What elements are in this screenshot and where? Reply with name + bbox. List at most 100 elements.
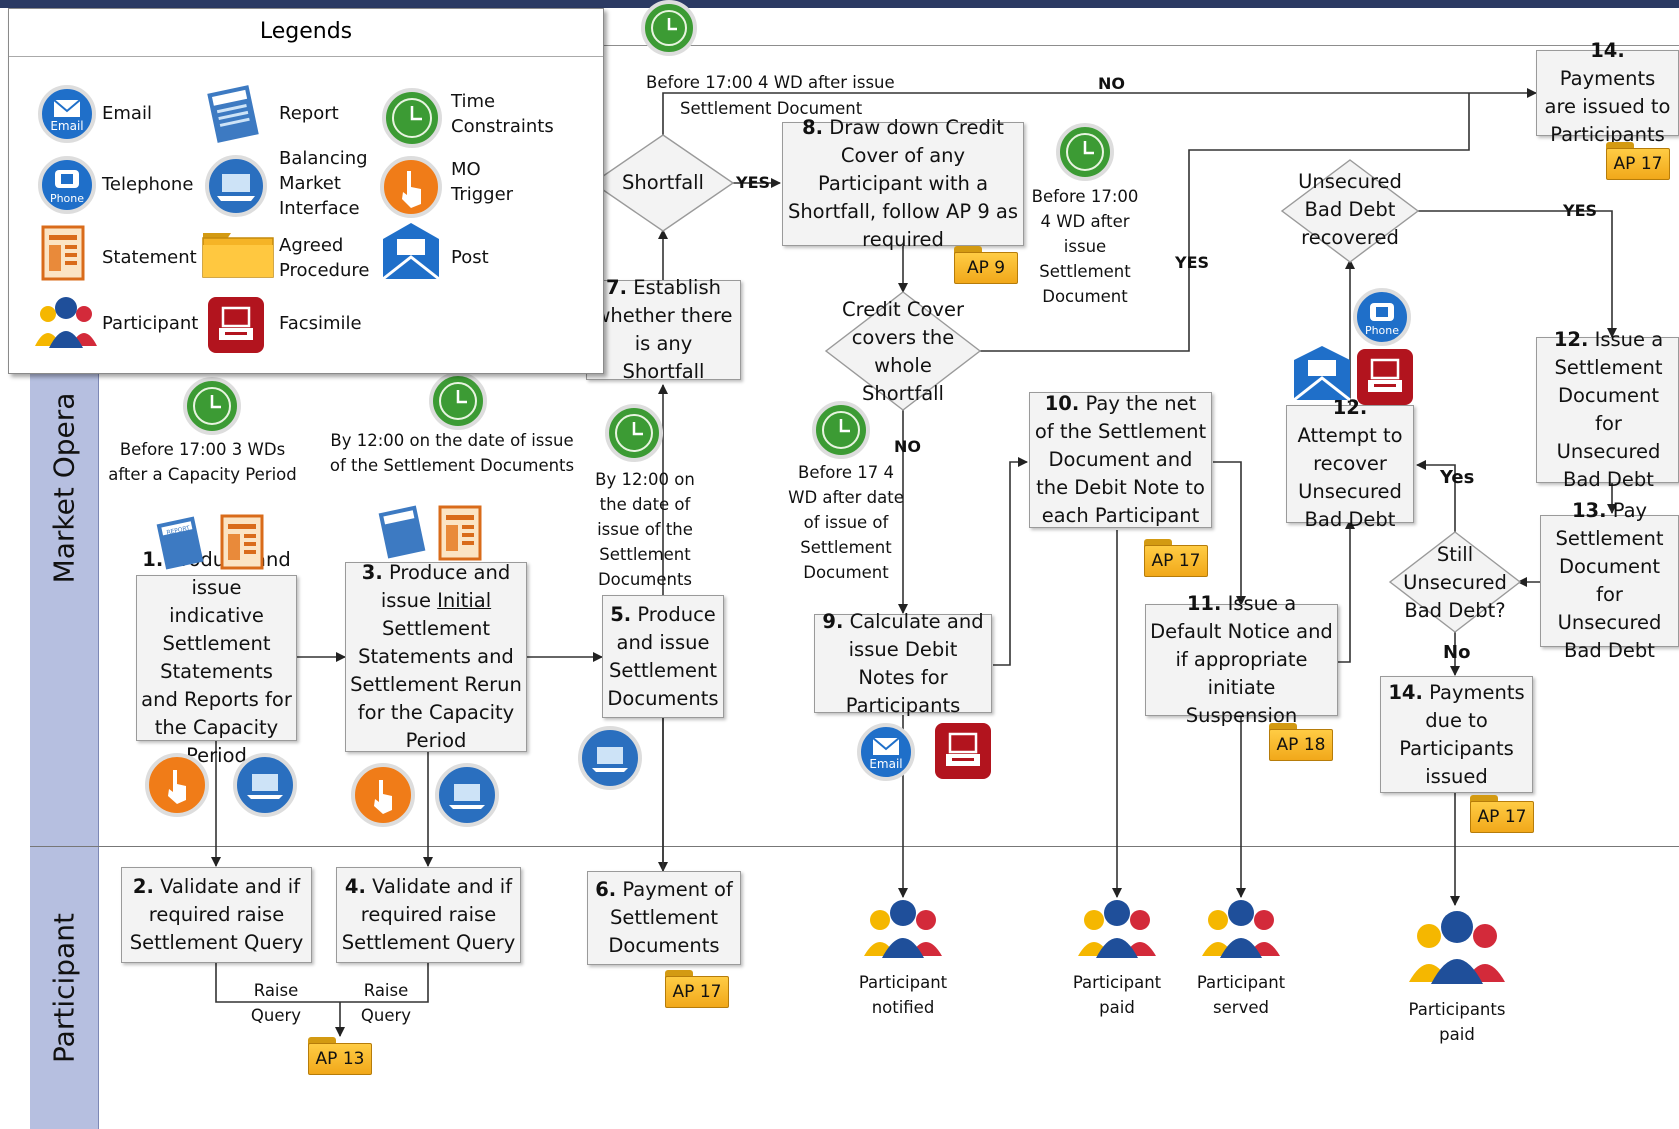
step-6-num: 6.	[595, 878, 617, 901]
ap17-folder-payment[interactable]: AP 17	[665, 970, 729, 1008]
time-label-2: By 12:00 on the date of issue of the Set…	[329, 431, 575, 475]
participant-notified-label: Participant notified	[858, 973, 948, 1017]
step-1-num: 1.	[142, 548, 164, 571]
legend-bmi-icon	[204, 154, 268, 222]
flow-yes-recovered: YES	[1563, 201, 1598, 220]
step-9-text: Calculate and issue Debit Notes for Part…	[845, 609, 984, 717]
email-icon-9: Email	[856, 722, 916, 786]
legend-panel: Legends Email Email Report Time Constrai…	[8, 8, 604, 374]
report-icon-1-text: REPORT	[166, 525, 191, 537]
clock-icon-3	[602, 403, 666, 467]
raise-query-1: Raise Query	[250, 981, 302, 1025]
legend-report-icon	[204, 81, 268, 149]
legend-mo-trigger-label: MO Trigger	[451, 159, 514, 205]
ap13-folder[interactable]: AP 13	[308, 1037, 372, 1075]
clock-icon-5	[809, 400, 873, 464]
step-6-text: Payment of Settlement Documents	[608, 878, 733, 957]
step-14a-box[interactable]: 14. Payments are issued to Participants	[1536, 39, 1679, 146]
diamond-shortfall	[591, 134, 735, 232]
step-7-text: Establish whether there is any Shortfall	[594, 276, 733, 383]
step-1-box[interactable]: 1. Produce and issue indicative Settleme…	[136, 548, 297, 767]
legend-post-label: Post	[451, 247, 489, 268]
step-7-box[interactable]: 7. Establish whether there is any Shortf…	[586, 276, 741, 383]
step-9-num: 9.	[822, 609, 844, 633]
raise-query-2: Raise Query	[360, 981, 412, 1025]
legend-post-icon	[381, 221, 441, 285]
step-14b-text: Payments due to Participants issued	[1399, 680, 1525, 788]
step-4-text: Validate and if required raise Settlemen…	[341, 875, 516, 954]
step-10-num: 10.	[1044, 392, 1080, 415]
time-label-4b: Settlement Document	[680, 99, 863, 118]
participant-notified-icon	[862, 898, 944, 960]
clock-icon-top	[637, 0, 701, 60]
step-8-box[interactable]: 8. Draw down Credit Cover of any Partici…	[782, 116, 1024, 251]
step-3-text-a: Produce and issue	[380, 561, 511, 612]
participants-paid-icon	[1407, 908, 1507, 986]
step-14a-num: 14.	[1590, 39, 1625, 62]
mo-trigger-icon-1	[144, 752, 210, 822]
bmi-icon-5	[577, 725, 643, 795]
legend-time-label: Time Constraints	[451, 91, 554, 137]
step-14b-box[interactable]: 14. Payments due to Participants issued	[1380, 676, 1533, 793]
legend-time-icon	[381, 87, 443, 153]
facsimile-icon-12	[1354, 346, 1416, 412]
step-14b-num: 14.	[1388, 680, 1423, 704]
flow-yes-credit: YES	[1175, 253, 1210, 272]
bmi-icon-1	[232, 752, 298, 822]
step-2-box[interactable]: 2. Validate and if required raise Settle…	[121, 867, 312, 963]
statement-icon-3	[436, 503, 486, 567]
flow-no-shortfall: NO	[1098, 74, 1125, 93]
step-3-box[interactable]: 3. Produce and issue Initial Settlement …	[345, 561, 527, 752]
legend-email-icon: Email	[37, 84, 97, 148]
clock-icon-1	[180, 376, 244, 440]
arrow-credit-yes	[980, 93, 1470, 352]
step-5-box[interactable]: 5. Produce and issue Settlement Document…	[602, 595, 724, 718]
step-11-box[interactable]: 11. Issue a Default Notice and if approp…	[1145, 592, 1338, 727]
time-label-4: Before 17:00 4 WD after issue	[646, 73, 895, 92]
step-3-num: 3.	[361, 561, 383, 584]
telephone-icon-12: Phone	[1352, 287, 1412, 351]
arrow-11-12a	[1338, 519, 1355, 663]
arrow-still-12a	[1416, 460, 1456, 542]
arrow-shortfall-14	[662, 88, 1537, 140]
legend-statement-label: Statement	[102, 247, 197, 268]
step-12a-box[interactable]: 12. Attempt to recover Unsecured Bad Deb…	[1286, 396, 1414, 531]
decision-credit-cover-text: Credit Cover covers the whole Shortfall	[842, 298, 964, 405]
step-2-num: 2.	[132, 875, 154, 898]
legend-title: Legends	[9, 9, 603, 57]
step-9-box[interactable]: 9. Calculate and issue Debit Notes for P…	[814, 610, 992, 717]
report-icon-1: REPORT	[155, 514, 211, 574]
ap9-folder[interactable]: AP 9	[954, 246, 1018, 284]
legend-participant-label: Participant	[102, 313, 199, 334]
legend-agreed-procedure-icon	[201, 231, 275, 283]
line-raise-2	[340, 962, 429, 1003]
legend-facsimile-label: Facsimile	[279, 313, 362, 334]
ap17-folder-step10[interactable]: AP 17	[1144, 539, 1208, 577]
legend-agreed-procedure-label: Agreed Procedure	[279, 235, 370, 281]
step-6-box[interactable]: 6. Payment of Settlement Documents	[587, 871, 741, 965]
diamond-credit-cover	[824, 291, 982, 411]
step-14a-text: Payments are issued to Participants	[1544, 67, 1671, 146]
ap17-top-label: AP 17	[1606, 148, 1670, 180]
step-10-box[interactable]: 10. Pay the net of the Settlement Docume…	[1029, 392, 1212, 528]
ap18-folder[interactable]: AP 18	[1269, 723, 1333, 761]
arrow-9-10	[993, 457, 1028, 666]
ap17-step10-label: AP 17	[1144, 545, 1208, 577]
ap17-folder-top[interactable]: AP 17	[1606, 142, 1670, 180]
step-4-box[interactable]: 4. Validate and if required raise Settle…	[336, 867, 521, 963]
time-label-6: Before 17 4 WD after date of issue of Se…	[788, 463, 904, 582]
legend-email-icon-text: Email	[50, 119, 83, 133]
step-13-box[interactable]: 13. Pay Settlement Document for Unsecure…	[1540, 499, 1679, 662]
ap17-payment-label: AP 17	[665, 976, 729, 1008]
decision-still-unsecured-text: Still Unsecured Bad Debt?	[1403, 543, 1507, 622]
legend-telephone-icon: Phone	[37, 155, 97, 219]
lane-top-line	[30, 45, 1679, 46]
step-1-text: Produce and issue indicative Settlement …	[141, 548, 292, 767]
step-12b-box[interactable]: 12. Issue a Settlement Document for Unse…	[1536, 328, 1679, 491]
bmi-icon-3	[434, 762, 500, 832]
legend-report-label: Report	[279, 103, 339, 124]
legend-facsimile-icon	[205, 294, 267, 360]
ap17-folder-step14[interactable]: AP 17	[1470, 795, 1534, 833]
telephone-icon-12-text: Phone	[1365, 324, 1399, 337]
legend-telephone-icon-text: Phone	[50, 192, 84, 205]
